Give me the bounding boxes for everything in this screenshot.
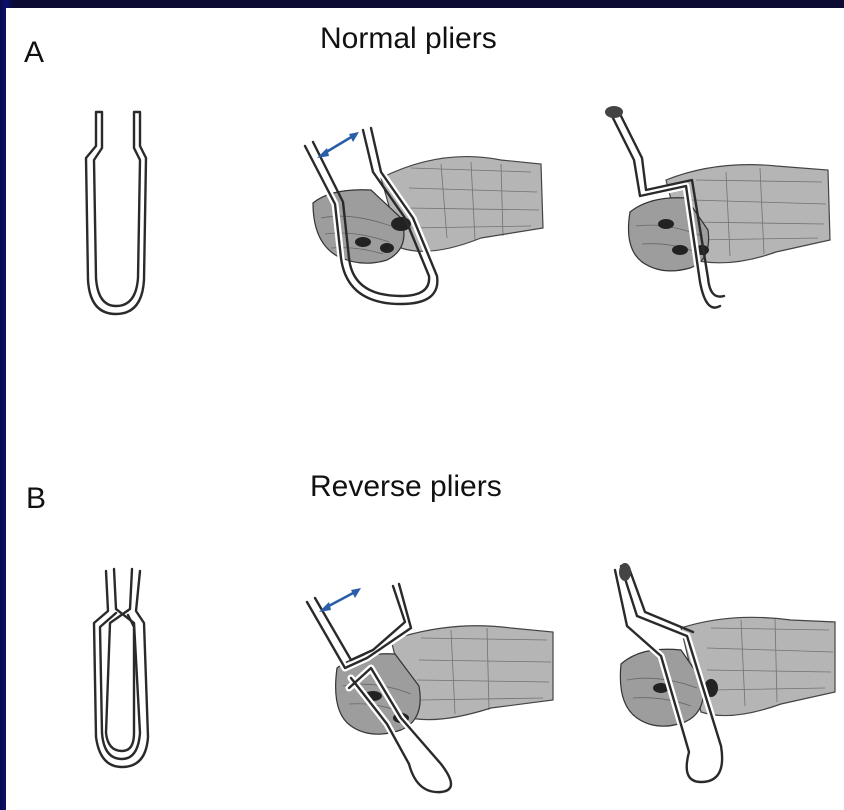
pliers-tip	[605, 106, 623, 118]
double-arrow-icon	[319, 588, 361, 612]
arm-sketch	[629, 165, 831, 271]
normal-pliers-drawing	[76, 108, 166, 318]
arm-sketch	[336, 626, 553, 734]
figure-panel: A Normal pliers B Reverse pliers	[6, 8, 844, 810]
normal-pliers-hand-open	[291, 108, 551, 318]
reverse-pliers-hand-open	[291, 568, 561, 798]
reverse-pliers-hand-closed	[601, 556, 841, 796]
panel-b-letter: B	[26, 482, 46, 516]
reverse-pliers-drawing	[88, 563, 168, 768]
pliers-tip	[619, 563, 631, 581]
panel-a-title: Normal pliers	[320, 22, 497, 56]
panel-a-letter: A	[24, 36, 44, 70]
arm-sketch	[620, 617, 835, 726]
panel-b-title: Reverse pliers	[310, 470, 502, 504]
normal-pliers-hand-closed	[596, 100, 836, 320]
double-arrow-icon	[317, 132, 359, 158]
